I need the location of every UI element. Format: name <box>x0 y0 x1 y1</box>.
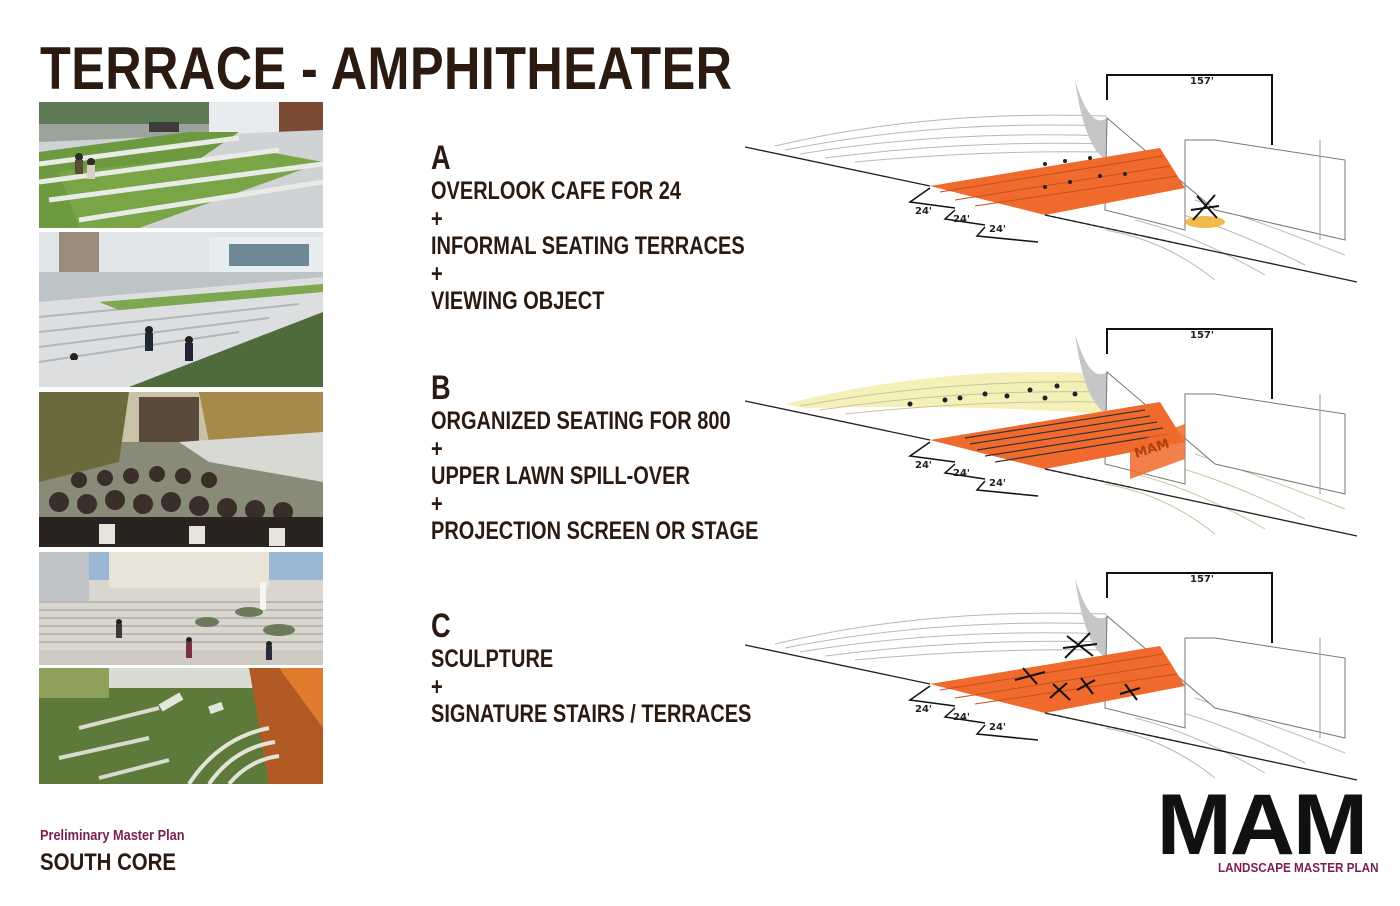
dim-b-step-2: 24' <box>953 468 970 479</box>
option-b-plus-1: + <box>431 434 443 463</box>
option-b: B ORGANIZED SEATING FOR 800 + UPPER LAWN… <box>431 368 840 546</box>
dim-a-top: 157' <box>1190 76 1214 87</box>
dim-b-step-1: 24' <box>915 460 932 471</box>
mam-logo: MAM <box>1156 777 1368 873</box>
option-b-line-3: PROJECTION SCREEN OR STAGE <box>431 517 759 545</box>
option-b-line-2: UPPER LAWN SPILL-OVER <box>431 462 690 490</box>
photo-plaza-stairs <box>39 552 323 665</box>
option-a-line-2: INFORMAL SEATING TERRACES <box>431 232 745 260</box>
option-b-letter: B <box>431 369 451 407</box>
option-a-letter: A <box>431 139 451 177</box>
option-c-plus-1: + <box>431 672 443 701</box>
option-c-letter: C <box>431 607 451 645</box>
option-c: C SCULPTURE + SIGNATURE STAIRS / TERRACE… <box>431 606 832 729</box>
dim-c-top: 157' <box>1190 574 1214 585</box>
dim-b-step-3: 24' <box>989 478 1006 489</box>
footer-section: SOUTH CORE <box>40 849 177 876</box>
option-b-line-1: ORGANIZED SEATING FOR 800 <box>431 407 731 435</box>
option-a-line-3: VIEWING OBJECT <box>431 287 605 315</box>
dim-c-step-1: 24' <box>915 704 932 715</box>
dim-c-step-2: 24' <box>953 712 970 723</box>
dim-c-step-3: 24' <box>989 722 1006 733</box>
photo-stone-steps <box>39 232 323 387</box>
diagram-b: MAM 157' 24' 24' 24' <box>745 328 1358 537</box>
option-c-line-1: SCULPTURE <box>431 645 554 673</box>
logo-tagline: LANDSCAPE MASTER PLAN <box>1218 860 1379 875</box>
option-a-plus-2: + <box>431 259 443 288</box>
dim-b-top: 157' <box>1190 330 1214 341</box>
photo-garden-terraces <box>39 668 323 784</box>
option-a-line-1: OVERLOOK CAFE FOR 24 <box>431 177 682 205</box>
page-title: TERRACE - AMPHITHEATER <box>40 35 733 102</box>
dim-a-step-2: 24' <box>953 214 970 225</box>
option-c-line-2: SIGNATURE STAIRS / TERRACES <box>431 700 752 728</box>
dim-a-step-3: 24' <box>989 224 1006 235</box>
option-a: A OVERLOOK CAFE FOR 24 + INFORMAL SEATIN… <box>431 138 823 316</box>
photo-audience <box>39 392 323 547</box>
option-a-plus-1: + <box>431 204 443 233</box>
footer-subtitle: Preliminary Master Plan <box>40 827 185 844</box>
photo-grass-terraces <box>39 102 323 228</box>
dim-a-step-1: 24' <box>915 206 932 217</box>
diagram-a: 157' 24' 24' 24' <box>745 74 1358 283</box>
option-b-plus-2: + <box>431 489 443 518</box>
diagram-c: 157' 24' 24' 24' <box>745 572 1358 781</box>
